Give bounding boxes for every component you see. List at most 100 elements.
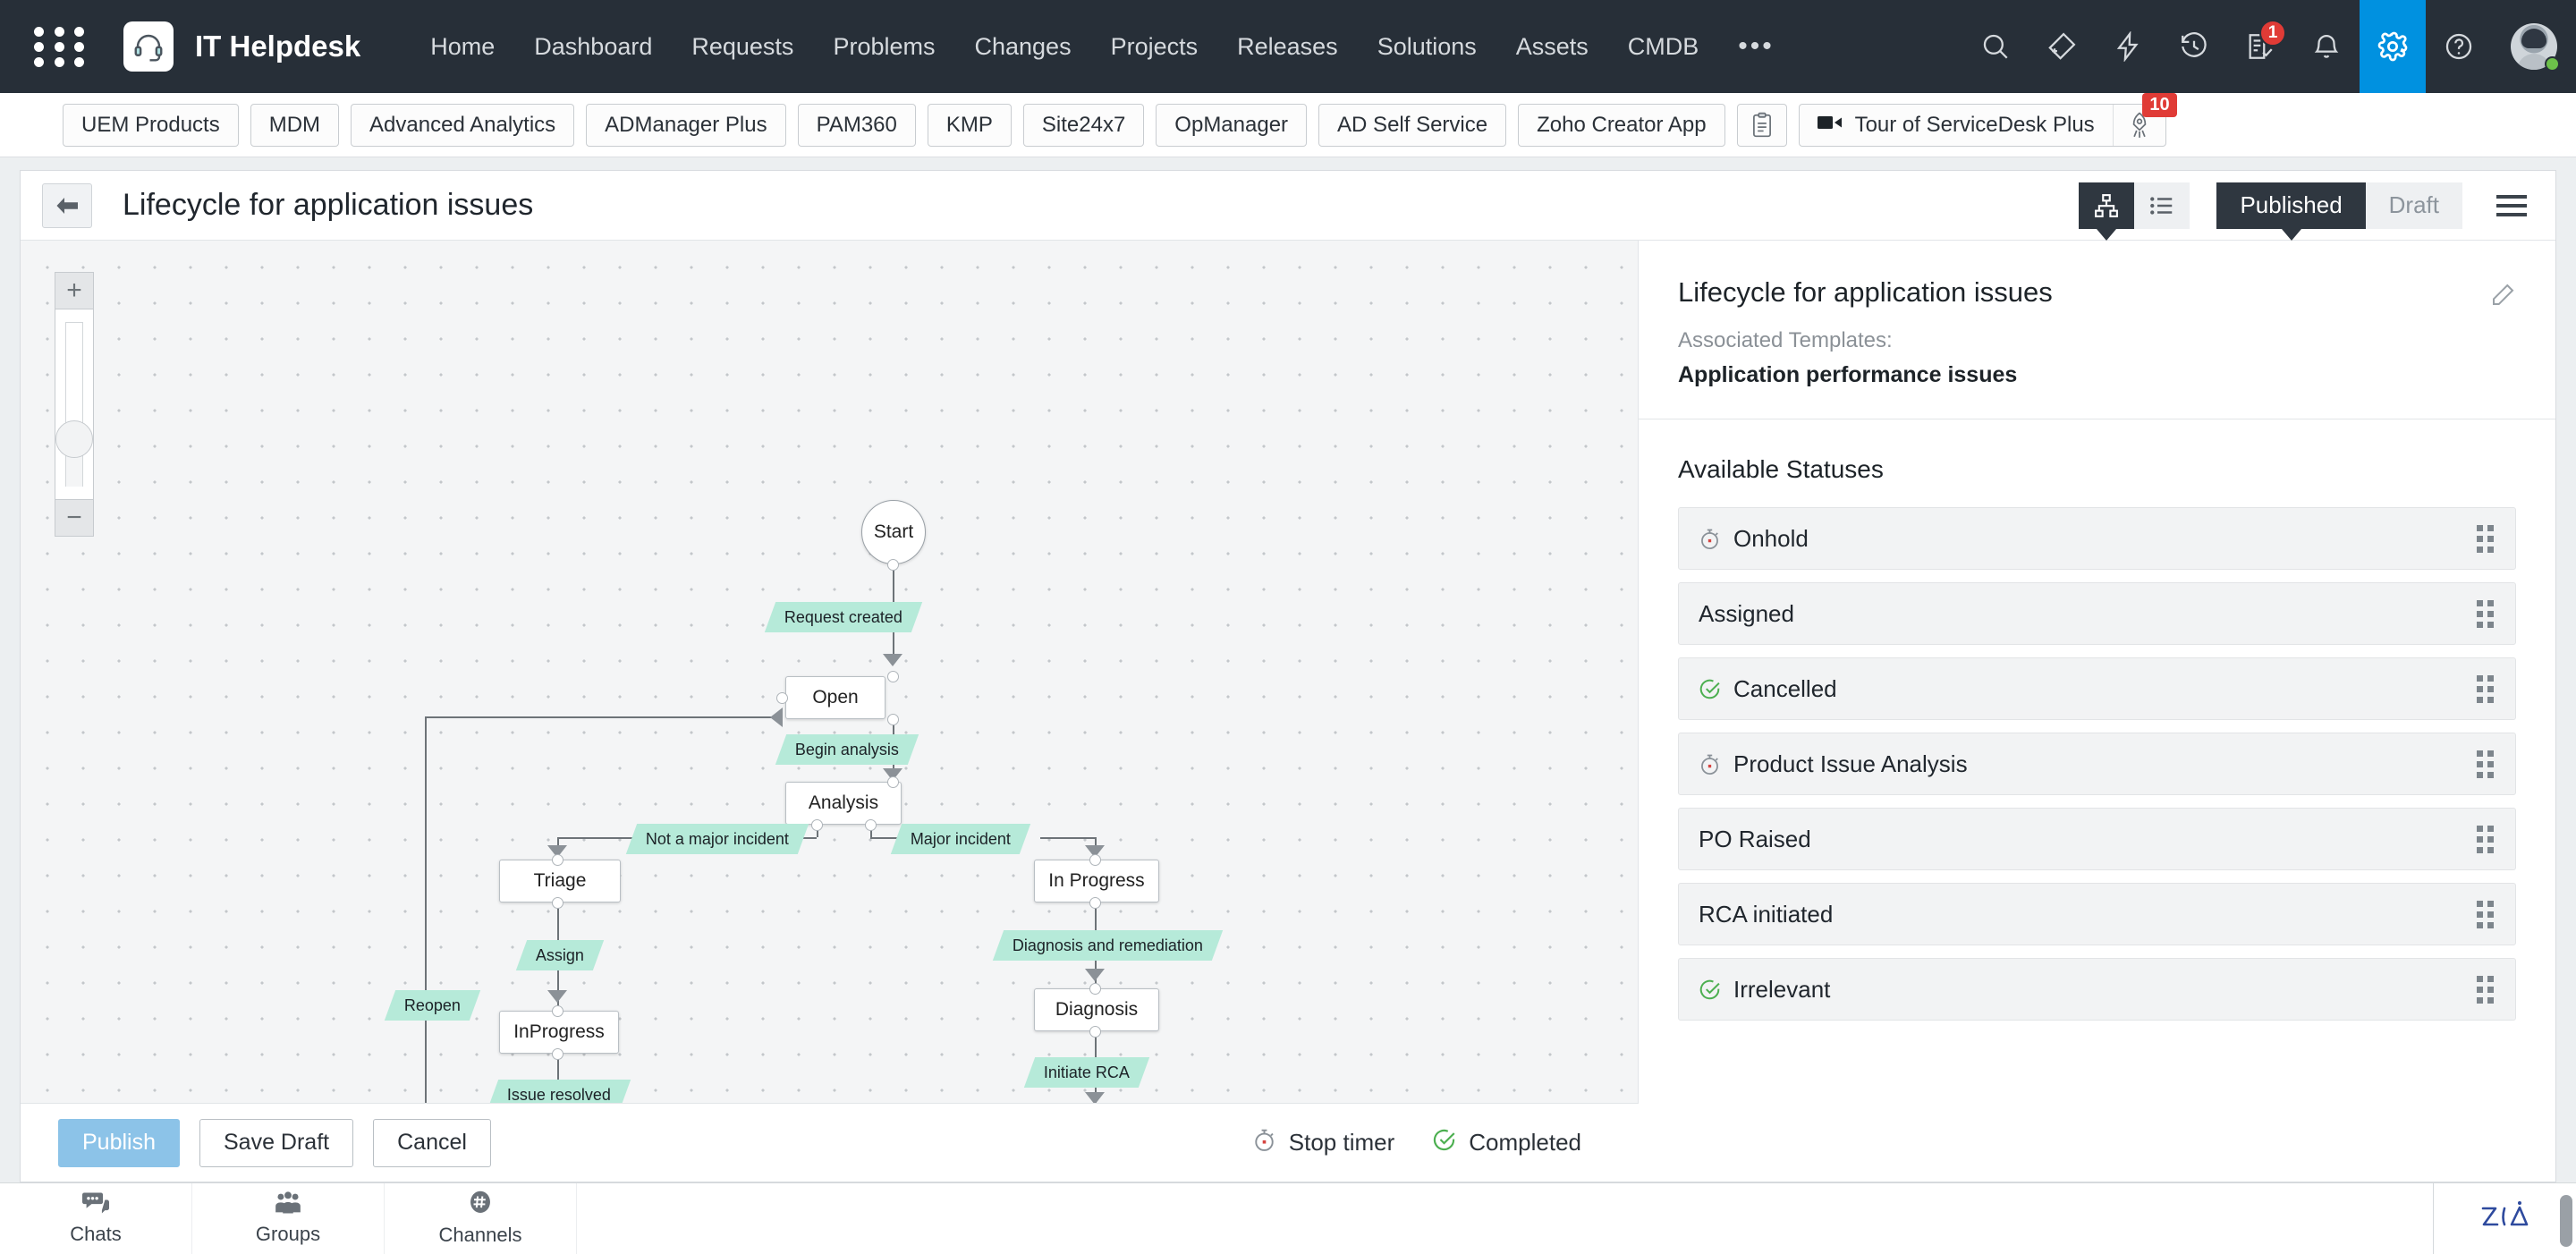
rocket-icon[interactable]: 10 — [2112, 92, 2177, 146]
drag-handle-icon[interactable] — [2477, 599, 2494, 628]
flowchart-view-button[interactable] — [2079, 182, 2135, 241]
transition-major-incident[interactable]: Major incident — [890, 824, 1031, 854]
zoom-in-button[interactable]: + — [55, 272, 94, 309]
tab-zoho-creator-app[interactable]: Zoho Creator App — [1518, 103, 1725, 147]
drag-handle-icon[interactable] — [2477, 750, 2494, 778]
tab-mdm[interactable]: MDM — [250, 103, 340, 147]
footer-item-groups[interactable]: Groups — [192, 1183, 385, 1254]
nav-item-changes[interactable]: Changes — [974, 32, 1072, 60]
status-item-rca-initiated[interactable]: RCA initiated — [1678, 883, 2516, 945]
nav-item-releases[interactable]: Releases — [1237, 32, 1338, 60]
nav-item-cmdb[interactable]: CMDB — [1627, 32, 1699, 60]
port-open-left[interactable] — [776, 692, 788, 704]
drag-handle-icon[interactable] — [2477, 975, 2494, 1004]
tab-ad-self-service[interactable]: AD Self Service — [1318, 103, 1507, 147]
port-analysis-bottom-right[interactable] — [865, 819, 877, 831]
tasks-icon[interactable]: 1 — [2227, 0, 2293, 93]
transition-reopen[interactable]: Reopen — [384, 990, 481, 1021]
pencil-edit-icon[interactable] — [2489, 282, 2516, 313]
nav-item-assets[interactable]: Assets — [1515, 32, 1589, 60]
tab-opmanager[interactable]: OpManager — [1156, 103, 1308, 147]
port-inprogress-left-top[interactable] — [552, 1005, 564, 1017]
node-open[interactable]: Open — [785, 676, 886, 719]
node-in-progress[interactable]: In Progress — [1034, 860, 1159, 902]
nav-item-projects[interactable]: Projects — [1110, 32, 1199, 60]
status-item-assigned[interactable]: Assigned — [1678, 582, 2516, 645]
nav-item-problems[interactable]: Problems — [833, 32, 936, 60]
published-tab[interactable]: Published — [2216, 182, 2366, 241]
app-launcher-icon[interactable] — [34, 26, 89, 67]
transition-not-a-major-incident[interactable]: Not a major incident — [625, 824, 809, 854]
status-item-cancelled[interactable]: Cancelled — [1678, 657, 2516, 720]
port-open-top[interactable] — [887, 671, 899, 682]
transition-begin-analysis[interactable]: Begin analysis — [775, 734, 919, 765]
node-start[interactable]: Start — [861, 500, 926, 564]
zoom-slider-track[interactable] — [55, 309, 94, 499]
port-triage-bottom[interactable] — [552, 897, 564, 909]
tab-kmp[interactable]: KMP — [927, 103, 1012, 147]
help-question-icon[interactable] — [2426, 0, 2492, 93]
history-clock-icon[interactable] — [2161, 0, 2227, 93]
nav-item-home[interactable]: Home — [430, 32, 496, 60]
port-inprogress-left-bottom[interactable] — [552, 1048, 564, 1060]
port-start-bottom[interactable] — [887, 559, 899, 571]
transition-issue-resolved[interactable]: Issue resolved — [487, 1080, 631, 1103]
back-arrow-icon[interactable] — [42, 182, 92, 228]
transition-assign[interactable]: Assign — [515, 940, 605, 970]
settings-gear-icon[interactable] — [2360, 0, 2426, 93]
node-triage[interactable]: Triage — [499, 860, 621, 902]
node-diagnosis[interactable]: Diagnosis — [1034, 988, 1159, 1031]
zoom-slider-handle[interactable] — [55, 420, 93, 458]
headset-icon[interactable] — [123, 21, 174, 72]
publish-button[interactable]: Publish — [58, 1118, 180, 1167]
page-scrollbar-thumb[interactable] — [2560, 1195, 2572, 1247]
nav-overflow-icon[interactable]: ••• — [1738, 31, 1775, 61]
cancel-button[interactable]: Cancel — [373, 1118, 491, 1167]
user-avatar[interactable] — [2492, 0, 2576, 93]
tab-advanced-analytics[interactable]: Advanced Analytics — [351, 103, 575, 147]
status-item-irrelevant[interactable]: Irrelevant — [1678, 958, 2516, 1021]
drag-handle-icon[interactable] — [2477, 524, 2494, 553]
port-analysis-top[interactable] — [887, 776, 899, 788]
tab-admanager-plus[interactable]: ADManager Plus — [586, 103, 786, 147]
transition-initiate-rca[interactable]: Initiate RCA — [1023, 1057, 1150, 1088]
nav-item-dashboard[interactable]: Dashboard — [534, 32, 653, 60]
tour-of-servicedesk-plus-button[interactable]: Tour of ServiceDesk Plus 10 — [1798, 92, 2177, 147]
tab-pam360[interactable]: PAM360 — [797, 103, 916, 147]
tab-site24x7[interactable]: Site24x7 — [1022, 103, 1145, 147]
port-in-progress-top[interactable] — [1089, 854, 1101, 866]
port-analysis-bottom-left[interactable] — [811, 819, 823, 831]
port-diagnosis-top[interactable] — [1089, 983, 1101, 995]
draft-tab[interactable]: Draft — [2365, 182, 2462, 229]
port-triage-top[interactable] — [552, 854, 564, 866]
transition-diagnosis-and-remediation[interactable]: Diagnosis and remediation — [992, 930, 1224, 961]
save-draft-button[interactable]: Save Draft — [199, 1118, 354, 1167]
status-item-po-raised[interactable]: PO Raised — [1678, 808, 2516, 870]
drag-handle-icon[interactable] — [2477, 900, 2494, 928]
flowchart-canvas[interactable]: + − — [21, 241, 1639, 1103]
nav-item-solutions[interactable]: Solutions — [1377, 32, 1477, 60]
node-analysis[interactable]: Analysis — [785, 782, 902, 825]
port-in-progress-bottom[interactable] — [1089, 897, 1101, 909]
search-icon[interactable] — [1962, 0, 2029, 93]
footer-item-chats[interactable]: Chats — [0, 1183, 192, 1254]
list-view-button[interactable] — [2134, 182, 2190, 229]
node-inprogress-left[interactable]: InProgress — [499, 1011, 619, 1054]
clipboard-icon[interactable] — [1736, 103, 1787, 147]
nav-item-requests[interactable]: Requests — [691, 32, 794, 60]
add-request-icon[interactable] — [2029, 0, 2095, 93]
status-item-onhold[interactable]: Onhold — [1678, 507, 2516, 570]
zia-assistant-button[interactable] — [2433, 1183, 2576, 1254]
tab-uem-products[interactable]: UEM Products — [63, 103, 239, 147]
port-diagnosis-bottom[interactable] — [1089, 1026, 1101, 1038]
port-open-bottom[interactable] — [887, 714, 899, 725]
transition-request-created[interactable]: Request created — [764, 602, 923, 632]
drag-handle-icon[interactable] — [2477, 674, 2494, 703]
footer-item-channels[interactable]: Channels — [385, 1183, 577, 1254]
status-item-product-issue-analysis[interactable]: Product Issue Analysis — [1678, 733, 2516, 795]
zoom-out-button[interactable]: − — [55, 499, 94, 537]
notifications-bell-icon[interactable] — [2293, 0, 2360, 93]
quick-actions-flash-icon[interactable] — [2095, 0, 2161, 93]
drag-handle-icon[interactable] — [2477, 825, 2494, 853]
hamburger-menu-icon[interactable] — [2489, 188, 2534, 224]
